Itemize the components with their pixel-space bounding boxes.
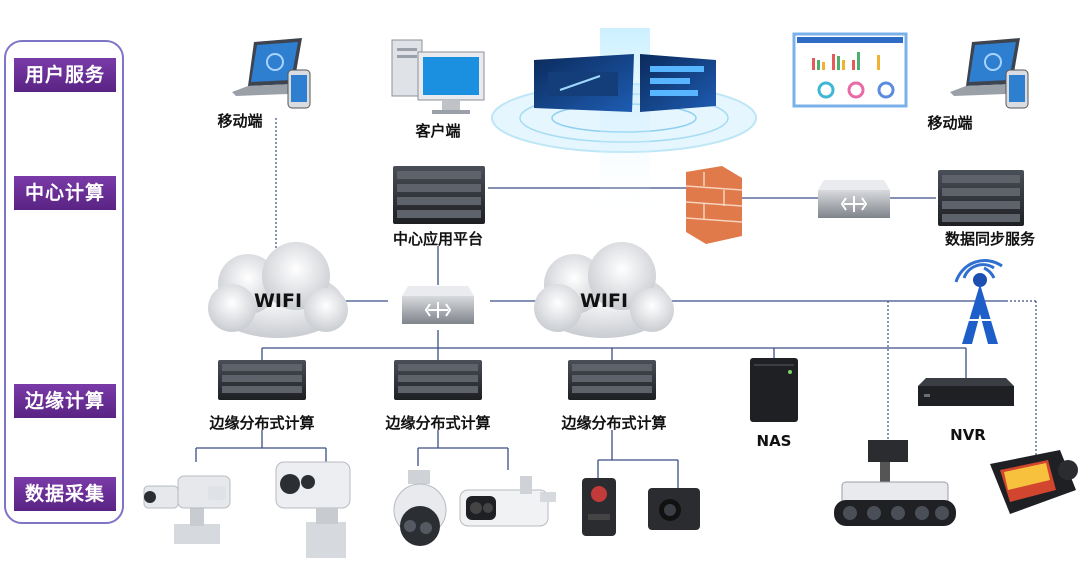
desktop-pc-icon	[391, 39, 485, 114]
label-nas: NAS	[756, 432, 792, 450]
handheld-thermal-camera-icon	[990, 450, 1078, 514]
layer-tag-data-collect: 数据采集	[14, 477, 116, 511]
label-edge-2: 边缘分布式计算	[385, 414, 491, 432]
label-edge-3: 边缘分布式计算	[561, 414, 667, 432]
server-icon-edge-1	[218, 360, 306, 400]
network-switch-icon-top	[818, 180, 890, 218]
label-mobile-left: 移动端	[217, 112, 263, 130]
analytics-dashboard-icon	[792, 32, 908, 108]
server-icon-edge-3	[568, 360, 656, 400]
tracked-robot-icon	[834, 440, 956, 526]
nas-device-icon	[750, 358, 798, 422]
wifi-cloud-icon-left	[208, 242, 348, 338]
connection-links	[195, 187, 1006, 488]
label-edge-1: 边缘分布式计算	[209, 414, 315, 432]
layer-tag-edge-compute: 边缘计算	[14, 384, 116, 418]
bullet-camera-icon-2	[459, 476, 556, 527]
wireless-tower-icon	[954, 259, 1003, 344]
server-icon-edge-2	[394, 360, 482, 400]
thermal-camera-icon-1	[275, 461, 351, 558]
label-data-sync: 数据同步服务	[944, 230, 1036, 248]
laptop-phone-icon-left	[232, 38, 311, 109]
wireless-links	[275, 118, 1037, 455]
laptop-phone-icon-right	[950, 38, 1029, 109]
label-wifi-left: WIFI	[253, 290, 303, 312]
layer-tag-center-compute: 中心计算	[14, 176, 116, 210]
ptz-camera-icon-1	[143, 475, 231, 544]
wifi-cloud-icon-right	[534, 242, 674, 338]
layer-tag-user-service: 用户服务	[14, 58, 116, 92]
label-wifi-right: WIFI	[579, 290, 629, 312]
dome-camera-icon-2	[393, 470, 447, 546]
holographic-dashboard-icon	[491, 28, 757, 228]
label-mobile-right: 移动端	[927, 114, 973, 132]
firewall-icon	[685, 166, 743, 244]
network-switch-icon-middle	[402, 286, 474, 324]
server-icon-center-platform	[393, 166, 485, 224]
label-center-platform: 中心应用平台	[392, 230, 484, 248]
thermal-module-icon-3a	[582, 478, 616, 536]
label-nvr: NVR	[950, 426, 986, 444]
label-client: 客户端	[415, 122, 461, 140]
layer-frame	[4, 40, 124, 524]
thermal-module-icon-3b	[648, 488, 700, 530]
nvr-device-icon	[918, 378, 1014, 406]
server-icon-data-sync	[938, 170, 1024, 226]
